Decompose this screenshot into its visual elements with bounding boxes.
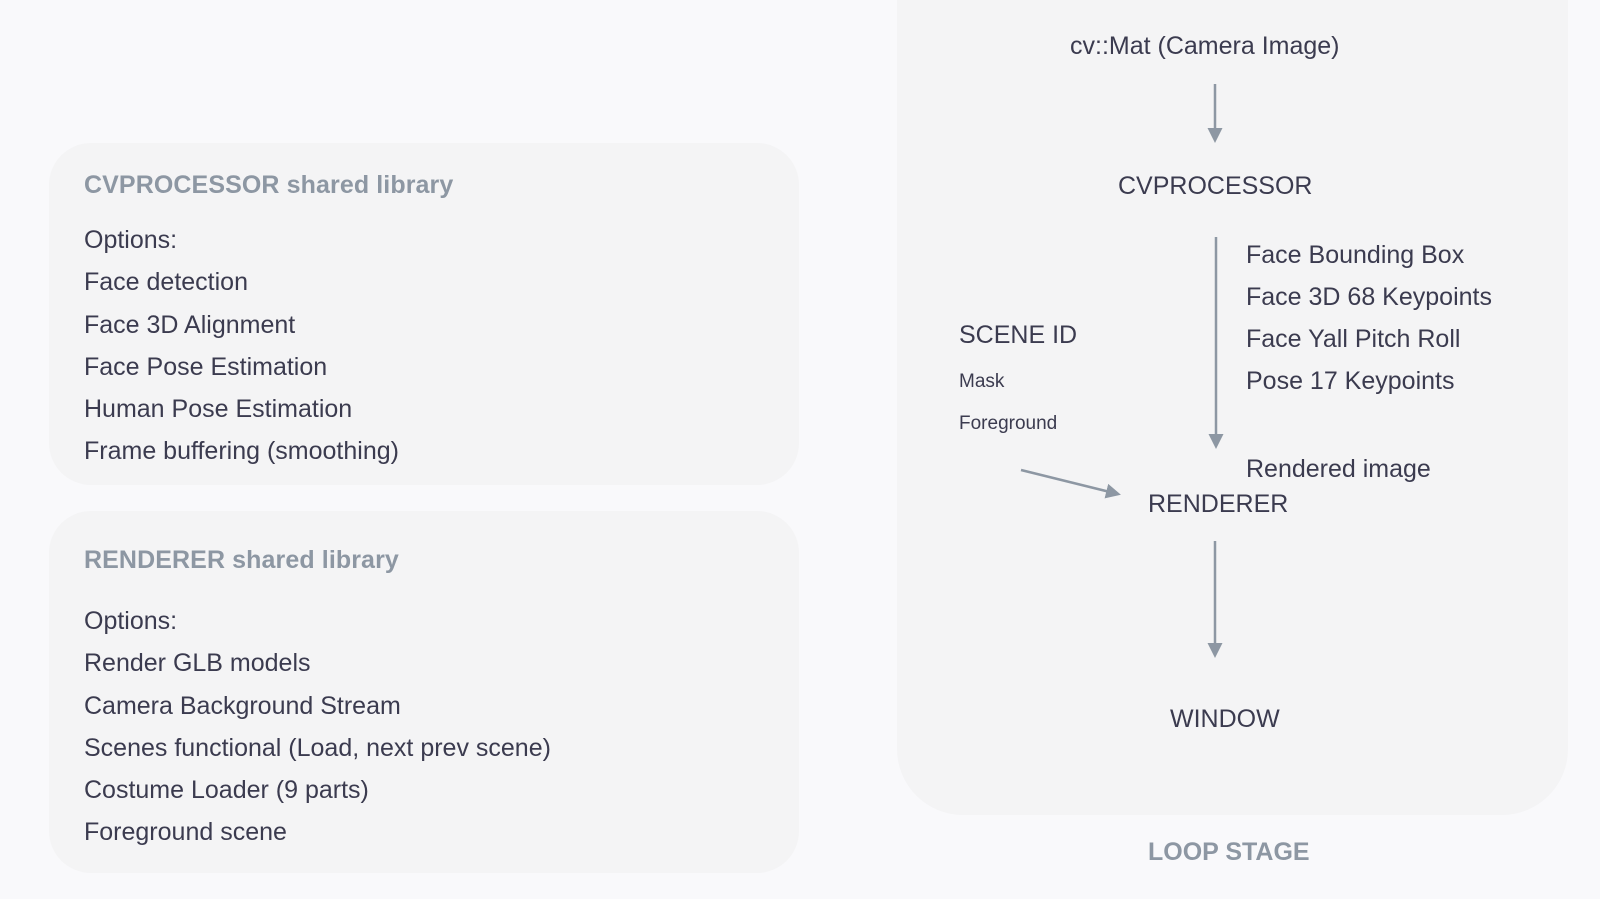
option-item: Face 3D Alignment bbox=[84, 310, 296, 339]
option-item: Face Pose Estimation bbox=[84, 352, 328, 381]
scene-item-mask: Mask bbox=[959, 371, 1005, 392]
cvprocessor-library-card: CVPROCESSOR shared library Options: Face… bbox=[49, 143, 799, 485]
node-renderer: RENDERER bbox=[1148, 490, 1289, 518]
option-item: Face detection bbox=[84, 268, 248, 297]
cvprocessor-library-title: CVPROCESSOR shared library bbox=[84, 171, 454, 199]
option-item: Render GLB models bbox=[84, 649, 311, 678]
options-heading: Options: bbox=[84, 226, 178, 254]
scene-id-label: SCENE ID bbox=[959, 321, 1078, 349]
scene-item-foreground: Foreground bbox=[959, 413, 1058, 434]
cv-output-item: Face 3D 68 Keypoints bbox=[1246, 283, 1492, 311]
option-item: Human Pose Estimation bbox=[84, 395, 353, 424]
option-item: Camera Background Stream bbox=[84, 691, 401, 720]
option-item: Foreground scene bbox=[84, 818, 287, 847]
renderer-library-title: RENDERER shared library bbox=[84, 546, 399, 574]
rendered-image-label: Rendered image bbox=[1246, 455, 1431, 483]
cv-output-item: Face Bounding Box bbox=[1246, 241, 1465, 269]
options-heading: Options: bbox=[84, 607, 178, 635]
loop-stage-panel bbox=[897, 0, 1568, 815]
option-item: Frame buffering (smoothing) bbox=[84, 437, 399, 466]
cv-output-item: Pose 17 Keypoints bbox=[1246, 367, 1455, 395]
cv-output-item: Face Yall Pitch Roll bbox=[1246, 325, 1461, 353]
option-item: Scenes functional (Load, next prev scene… bbox=[84, 733, 551, 762]
node-cvprocessor: CVPROCESSOR bbox=[1118, 172, 1313, 200]
cvprocessor-options-list: Options: Face detection Face 3D Alignmen… bbox=[84, 219, 399, 473]
arrow-scene-to-renderer bbox=[1020, 468, 1121, 499]
renderer-options-list: Options: Render GLB models Camera Backgr… bbox=[84, 600, 551, 854]
node-camera-image: cv::Mat (Camera Image) bbox=[1070, 32, 1340, 60]
loop-stage-label: LOOP STAGE bbox=[1148, 838, 1310, 866]
option-item: Costume Loader (9 parts) bbox=[84, 776, 369, 805]
node-window: WINDOW bbox=[1170, 705, 1280, 733]
renderer-library-card: RENDERER shared library Options: Render … bbox=[49, 511, 799, 873]
